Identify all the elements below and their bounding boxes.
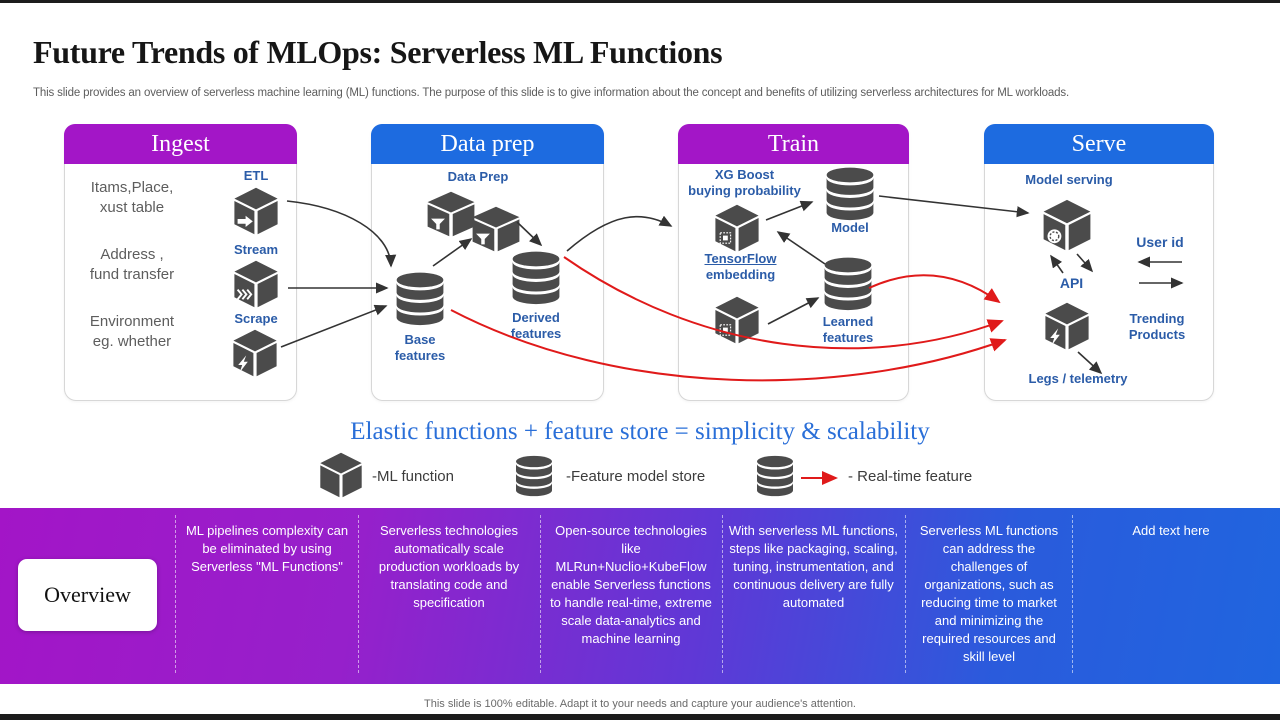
derived-features-store-icon — [512, 251, 560, 305]
dataprep-funnel-cube-icon-1 — [427, 191, 475, 237]
model-serving-brain-cube-icon — [1043, 199, 1091, 251]
base-features-label: Base features — [394, 332, 446, 364]
base-features-store-icon — [396, 272, 444, 326]
dataprep-funnel-cube-icon-2 — [472, 206, 520, 252]
stream-label: Stream — [233, 242, 279, 257]
stream-cube-icon — [234, 260, 278, 308]
overview-column-3: Open-source technologies like MLRun+Nucl… — [550, 523, 712, 646]
panel-serve: Serve — [984, 124, 1214, 401]
overview-band — [0, 508, 1280, 684]
ingest-row-2-line-1: Address , — [100, 246, 164, 263]
panel-serve-header: Serve — [984, 124, 1214, 164]
overview-title: Overview — [44, 582, 131, 607]
user-id-label: User id — [1136, 234, 1184, 250]
ingest-row-2-text: Address , fund transfer — [76, 245, 188, 284]
band-divider-4 — [722, 515, 723, 673]
etl-cube-icon — [234, 187, 278, 235]
slide-top-border — [0, 0, 1280, 3]
legend-feature-store-icon — [516, 455, 552, 497]
scrape-label: Scrape — [234, 311, 278, 326]
slide-description: This slide provides an overview of serve… — [33, 87, 1070, 99]
scrape-cube-icon — [233, 329, 277, 377]
tensorflow-embedding-label: TensorFlow embedding — [678, 251, 803, 284]
dataprep-function-label: Data Prep — [447, 169, 509, 184]
band-divider-6 — [1072, 515, 1073, 673]
overview-column-1: ML pipelines complexity can be eliminate… — [185, 523, 349, 574]
model-store-icon — [826, 167, 874, 221]
legend-realtime-store-icon — [757, 455, 793, 497]
tensorflow-chip-cube-icon — [715, 296, 759, 344]
overview-column-2: Serverless technologies automatically sc… — [378, 523, 520, 610]
panel-dataprep-header: Data prep — [371, 124, 604, 164]
trending-products-label: Trending Products — [1128, 311, 1186, 343]
legend-realtime-label: - Real-time feature — [848, 468, 973, 485]
xgboost-label: XG Boost buying probability — [672, 167, 817, 200]
overview-title-box: Overview — [18, 559, 157, 631]
etl-label: ETL — [243, 168, 269, 183]
ingest-row-3-line-2: eg. whether — [92, 332, 172, 350]
legend-ml-function-cube-icon — [320, 452, 362, 498]
ingest-row-3-line-1: Environment — [89, 313, 175, 330]
serving-lightning-cube-icon — [1045, 302, 1089, 350]
api-label: API — [1059, 275, 1084, 291]
xgboost-chip-cube-icon — [715, 204, 759, 252]
legs-telemetry-label: Legs / telemetry — [1028, 371, 1128, 386]
slide-bottom-border — [0, 714, 1280, 720]
overview-column-5: Serverless ML functions can address the … — [919, 523, 1059, 664]
xgboost-label-line-1: XG Boost — [714, 167, 775, 182]
xgboost-label-line-2: buying probability — [688, 183, 801, 199]
ingest-row-1-text: Itams,Place, xust table — [76, 178, 188, 217]
footer-note: This slide is 100% editable. Adapt it to… — [424, 698, 856, 710]
model-serving-label: Model serving — [1025, 172, 1113, 187]
legend-ml-function-label: -ML function — [372, 468, 454, 485]
overview-column-4: With serverless ML functions, steps like… — [728, 523, 899, 610]
band-divider-1 — [175, 515, 176, 673]
legend-feature-store-label: -Feature model store — [566, 468, 706, 485]
panel-train-header: Train — [678, 124, 909, 164]
tensorflow-label: TensorFlow — [704, 251, 777, 266]
tagline: Elastic functions + feature store = simp… — [350, 418, 930, 445]
ingest-row-1-line-1: Itams,Place, — [90, 179, 174, 196]
model-label: Model — [831, 220, 869, 235]
band-divider-2 — [358, 515, 359, 673]
ingest-row-3-text: Environment eg. whether — [76, 312, 188, 351]
ingest-row-2-line-2: fund transfer — [89, 265, 175, 283]
page-title: Future Trends of MLOps: Serverless ML Fu… — [33, 34, 723, 70]
embedding-label: embedding — [705, 267, 776, 283]
band-divider-3 — [540, 515, 541, 673]
learned-features-store-icon — [824, 257, 872, 311]
ingest-row-1-line-2: xust table — [99, 198, 165, 216]
band-divider-5 — [905, 515, 906, 673]
overview-column-6-placeholder: Add text here — [1132, 523, 1210, 538]
learned-features-label: Learned features — [822, 314, 874, 346]
derived-features-label: Derived features — [510, 310, 562, 342]
panel-ingest-header: Ingest — [64, 124, 297, 164]
